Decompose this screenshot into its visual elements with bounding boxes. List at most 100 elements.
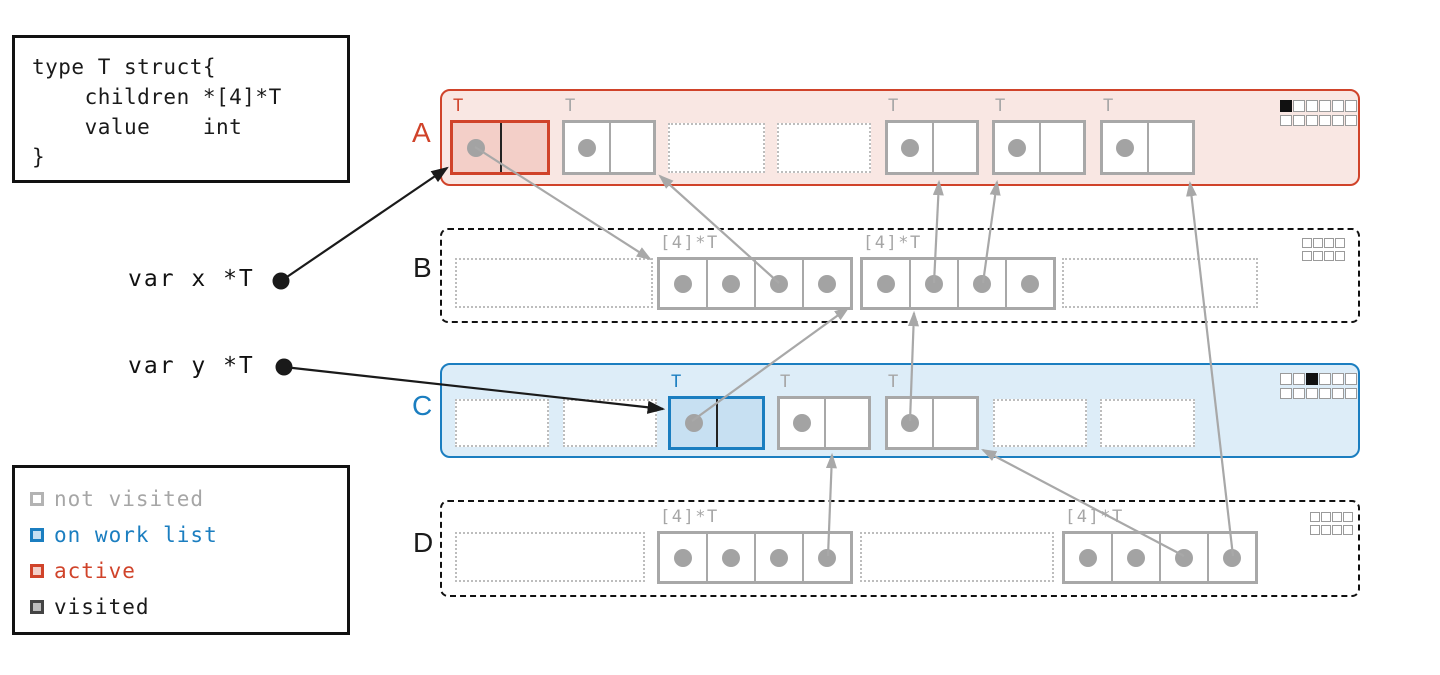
- mark-bitmap: [1280, 373, 1358, 402]
- type-label: T: [888, 372, 900, 392]
- heap-object-cell: [450, 120, 550, 175]
- pointer-dot: [1127, 548, 1145, 567]
- legend-label: visited: [54, 595, 150, 619]
- bitmap-cell: [1343, 512, 1353, 522]
- object-value-field: [611, 123, 653, 172]
- struct-code-box: type T struct{ children *[4]*T value int…: [12, 35, 350, 183]
- legend-label: on work list: [54, 523, 218, 547]
- bitmap-cell: [1306, 387, 1318, 399]
- bitmap-cell: [1343, 525, 1353, 535]
- legend-label: active: [54, 559, 136, 583]
- bitmap-cell: [1306, 100, 1318, 112]
- object-value-field: [826, 399, 868, 447]
- array-slot: [1113, 534, 1161, 581]
- bitmap-cell: [1319, 373, 1331, 385]
- empty-slot: [455, 532, 645, 582]
- pointer-dot: [877, 274, 895, 293]
- array-slot: [756, 260, 804, 307]
- object-pointer-field: [888, 399, 934, 447]
- empty-slot: [993, 399, 1087, 447]
- bitmap-cell: [1302, 238, 1312, 248]
- heap-object-cell: [1100, 120, 1195, 175]
- empty-slot: [563, 399, 657, 447]
- bitmap-cell: [1293, 100, 1305, 112]
- pointer-dot: [722, 274, 740, 293]
- object-pointer-field: [888, 123, 934, 172]
- bitmap-cell: [1332, 525, 1342, 535]
- mark-bitmap: [1310, 512, 1354, 538]
- empty-slot: [668, 123, 765, 173]
- object-pointer-field: [565, 123, 611, 172]
- pointer-dot: [1007, 138, 1026, 157]
- type-label: [4]*T: [863, 233, 922, 253]
- pointer-dot: [577, 138, 596, 157]
- pointer-dot: [900, 138, 919, 157]
- heap-object-cell: [992, 120, 1086, 175]
- array-block: [1062, 531, 1258, 584]
- type-label: T: [888, 96, 900, 116]
- code-line: children *[4]*T: [32, 85, 282, 109]
- bitmap-cell: [1332, 387, 1344, 399]
- array-slot: [804, 534, 850, 581]
- array-slot: [959, 260, 1007, 307]
- pointer-dot: [1223, 548, 1241, 567]
- bitmap-cell: [1332, 512, 1342, 522]
- empty-slot: [1100, 399, 1195, 447]
- bitmap-cell: [1319, 100, 1331, 112]
- array-block: [657, 531, 853, 584]
- type-label: T: [995, 96, 1007, 116]
- pointer-dot: [973, 274, 991, 293]
- pointer-dot: [674, 274, 692, 293]
- object-pointer-field: [1103, 123, 1150, 172]
- legend-swatch-active: [30, 564, 44, 578]
- array-slot: [1065, 534, 1113, 581]
- bitmap-cell: [1321, 525, 1331, 535]
- code-line: value int: [32, 115, 243, 139]
- pointer-dot: [467, 138, 486, 157]
- pointer-dot: [1116, 138, 1135, 157]
- bitmap-cell: [1302, 251, 1312, 261]
- array-block: [860, 257, 1056, 310]
- type-label: T: [1103, 96, 1115, 116]
- bitmap-cell: [1319, 387, 1331, 399]
- mark-bitmap: [1302, 238, 1346, 264]
- row-label-D: D: [413, 527, 434, 558]
- legend-item: on work list: [30, 517, 347, 553]
- object-pointer-field: [671, 399, 719, 447]
- bitmap-cell: [1345, 114, 1357, 126]
- bitmap-cell: [1280, 114, 1292, 126]
- pointer-dot: [1079, 548, 1097, 567]
- bitmap-cell: [1332, 373, 1344, 385]
- row-label-A: A: [412, 117, 431, 148]
- legend-swatch-work: [30, 528, 44, 542]
- pointer-dot: [900, 414, 919, 432]
- bitmap-cell: [1280, 100, 1292, 112]
- array-slot: [660, 260, 708, 307]
- object-pointer-field: [995, 123, 1041, 172]
- legend-swatch-not_visited: [30, 492, 44, 506]
- bitmap-cell: [1280, 387, 1292, 399]
- bitmap-cell: [1306, 114, 1318, 126]
- bitmap-cell: [1313, 251, 1323, 261]
- bitmap-cell: [1293, 373, 1305, 385]
- object-value-field: [502, 123, 547, 172]
- pointer-dot: [684, 414, 703, 432]
- var-label: var y *T: [128, 353, 255, 379]
- type-label: T: [565, 96, 577, 116]
- type-label: [4]*T: [1065, 507, 1124, 527]
- object-pointer-field: [780, 399, 826, 447]
- pointer-origin-dot: [272, 272, 290, 290]
- bitmap-cell: [1313, 238, 1323, 248]
- legend-item: visited: [30, 589, 347, 625]
- pointer-dot: [818, 548, 836, 567]
- array-slot: [911, 260, 959, 307]
- legend-label: not visited: [54, 487, 205, 511]
- pointer-dot: [770, 274, 788, 293]
- bitmap-cell: [1293, 114, 1305, 126]
- bitmap-cell: [1345, 387, 1357, 399]
- empty-slot: [777, 123, 871, 173]
- array-slot: [756, 534, 804, 581]
- bitmap-cell: [1306, 373, 1318, 385]
- pointer-dot: [792, 414, 811, 432]
- array-slot: [863, 260, 911, 307]
